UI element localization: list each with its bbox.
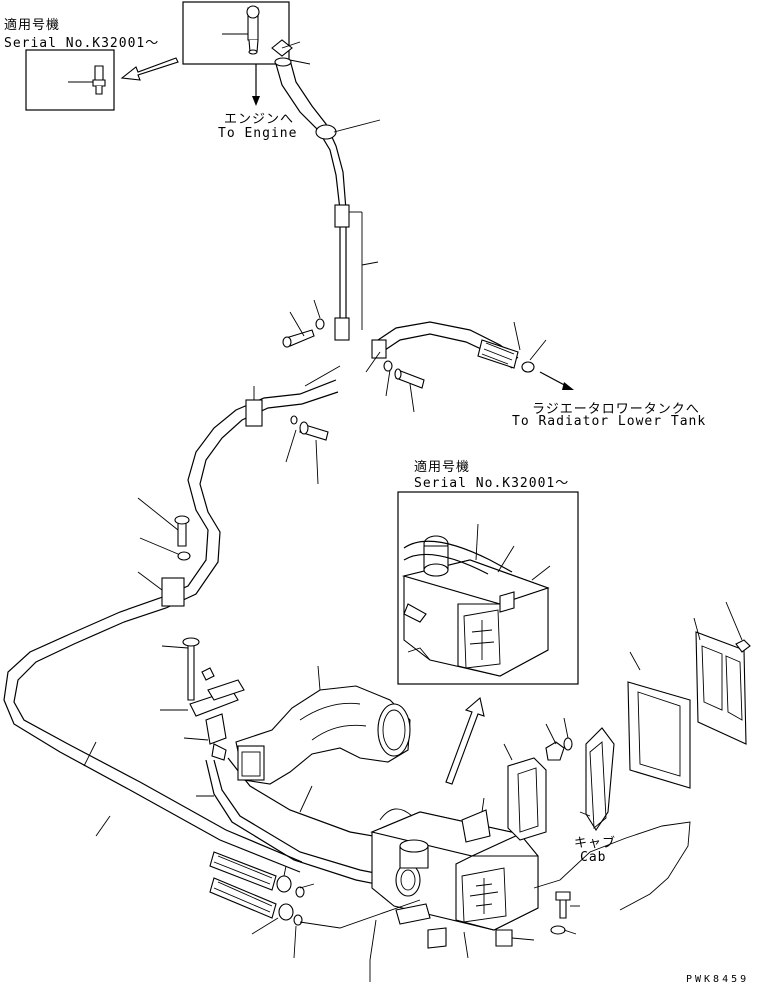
inset-box-middle	[397, 491, 579, 685]
inset-pointer-arrow-up	[445, 696, 485, 785]
inset-box-top-left	[25, 49, 115, 111]
radiator-direction-arrow	[539, 371, 574, 390]
filter-panel	[627, 651, 691, 789]
to-radiator-en: To Radiator Lower Tank	[512, 414, 707, 429]
serial-mid-en: Serial No.K32001～	[414, 476, 570, 491]
inset-box-top-right	[182, 1, 290, 65]
grille-panel	[693, 601, 751, 745]
heater-unit	[299, 797, 539, 982]
long-hose-loop	[3, 379, 339, 873]
cab-jp: キャブ	[574, 836, 617, 851]
valve-bracket	[160, 637, 245, 761]
hose-to-engine	[271, 39, 381, 340]
serial-top-en: Serial No.K32001～	[4, 36, 160, 51]
serial-top-jp: 適用号機	[4, 18, 61, 33]
vent-louver	[503, 743, 547, 841]
to-engine-jp: エンジンへ	[224, 112, 295, 127]
cab-outline	[533, 727, 691, 911]
clamp-group-middle	[282, 204, 379, 387]
serial-mid-jp: 適用号機	[414, 460, 471, 475]
hose-to-radiator	[365, 321, 547, 413]
air-duct	[235, 665, 411, 785]
hose-end-fittings	[209, 851, 315, 959]
cab-en: Cab	[580, 850, 607, 865]
nut-washer-pair	[545, 717, 573, 761]
inset-pointer-arrow	[120, 57, 179, 81]
to-engine-en: To Engine	[218, 126, 298, 141]
engine-direction-arrow	[252, 64, 260, 106]
to-radiator-jp: ラジエータロワータンクへ	[532, 402, 700, 417]
drawing-code: PWK8459	[686, 974, 750, 985]
bolt-bottom-right	[550, 891, 580, 935]
